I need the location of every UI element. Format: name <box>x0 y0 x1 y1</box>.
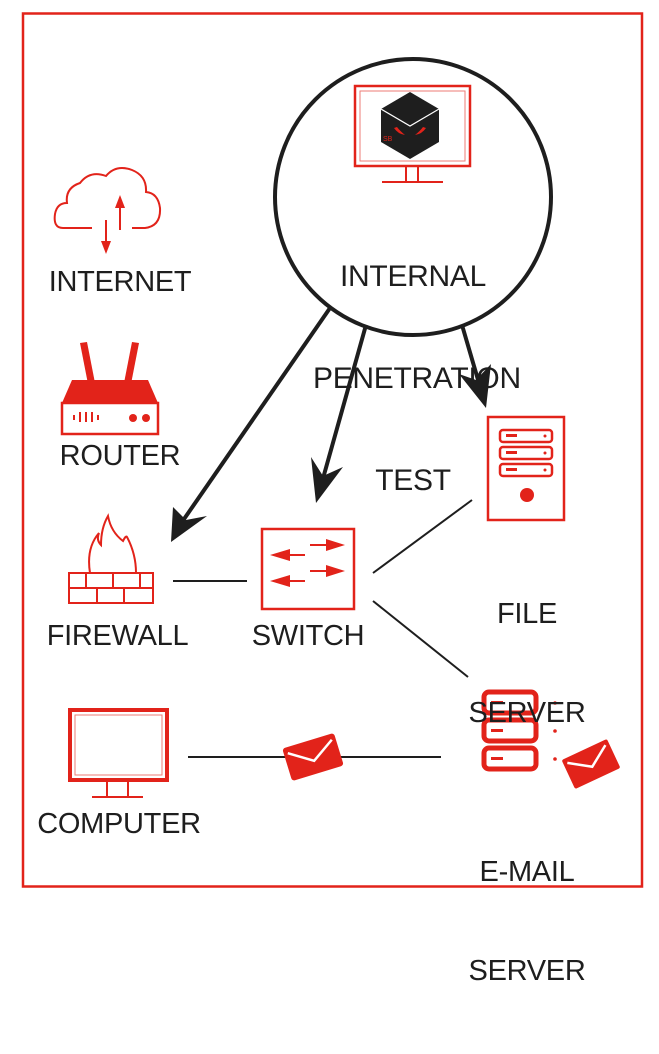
router-icon <box>60 342 160 436</box>
cloud-upload-download-icon <box>53 167 162 254</box>
email-server-label: E-MAIL SERVER <box>446 790 608 1054</box>
network-diagram: SB <box>21 12 644 987</box>
cube-badge: SB <box>383 136 393 143</box>
edge-switch-email-server <box>372 600 469 678</box>
center-title-line-1: INTERNAL <box>340 260 486 293</box>
outer-frame <box>21 12 644 888</box>
switch-icon <box>260 527 356 611</box>
monitor-icon <box>68 708 169 798</box>
file-server-label-line-1: FILE <box>496 598 558 630</box>
arrow-center-to-file-server <box>459 324 491 408</box>
envelope-icon <box>282 733 344 781</box>
center-node-circle[interactable] <box>273 57 553 337</box>
firewall-icon <box>68 513 154 604</box>
email-server-icon <box>481 689 620 789</box>
hacker-cube-monitor-icon: SB <box>353 84 472 183</box>
file-server-label: FILE SERVER <box>446 532 608 796</box>
center-title: INTERNAL PENETRATION TEST <box>313 192 521 566</box>
firewall-label: FIREWALL <box>46 620 189 652</box>
edge-switch-file-server <box>372 499 473 574</box>
arrow-center-to-firewall <box>171 306 332 542</box>
email-envelope-icon <box>562 739 620 789</box>
email-server-label-line-2: SERVER <box>468 955 586 987</box>
internet-label: INTERNET <box>48 266 192 298</box>
file-server-label-line-2: SERVER <box>468 697 586 729</box>
email-server-label-line-1: E-MAIL <box>479 856 575 888</box>
arrow-center-to-switch <box>311 324 368 503</box>
center-title-line-2: PENETRATION <box>313 362 521 395</box>
switch-label: SWITCH <box>251 620 365 652</box>
router-label: ROUTER <box>59 440 181 472</box>
center-title-line-3: TEST <box>375 464 451 497</box>
file-server-icon <box>486 415 566 522</box>
computer-label: COMPUTER <box>37 808 201 840</box>
